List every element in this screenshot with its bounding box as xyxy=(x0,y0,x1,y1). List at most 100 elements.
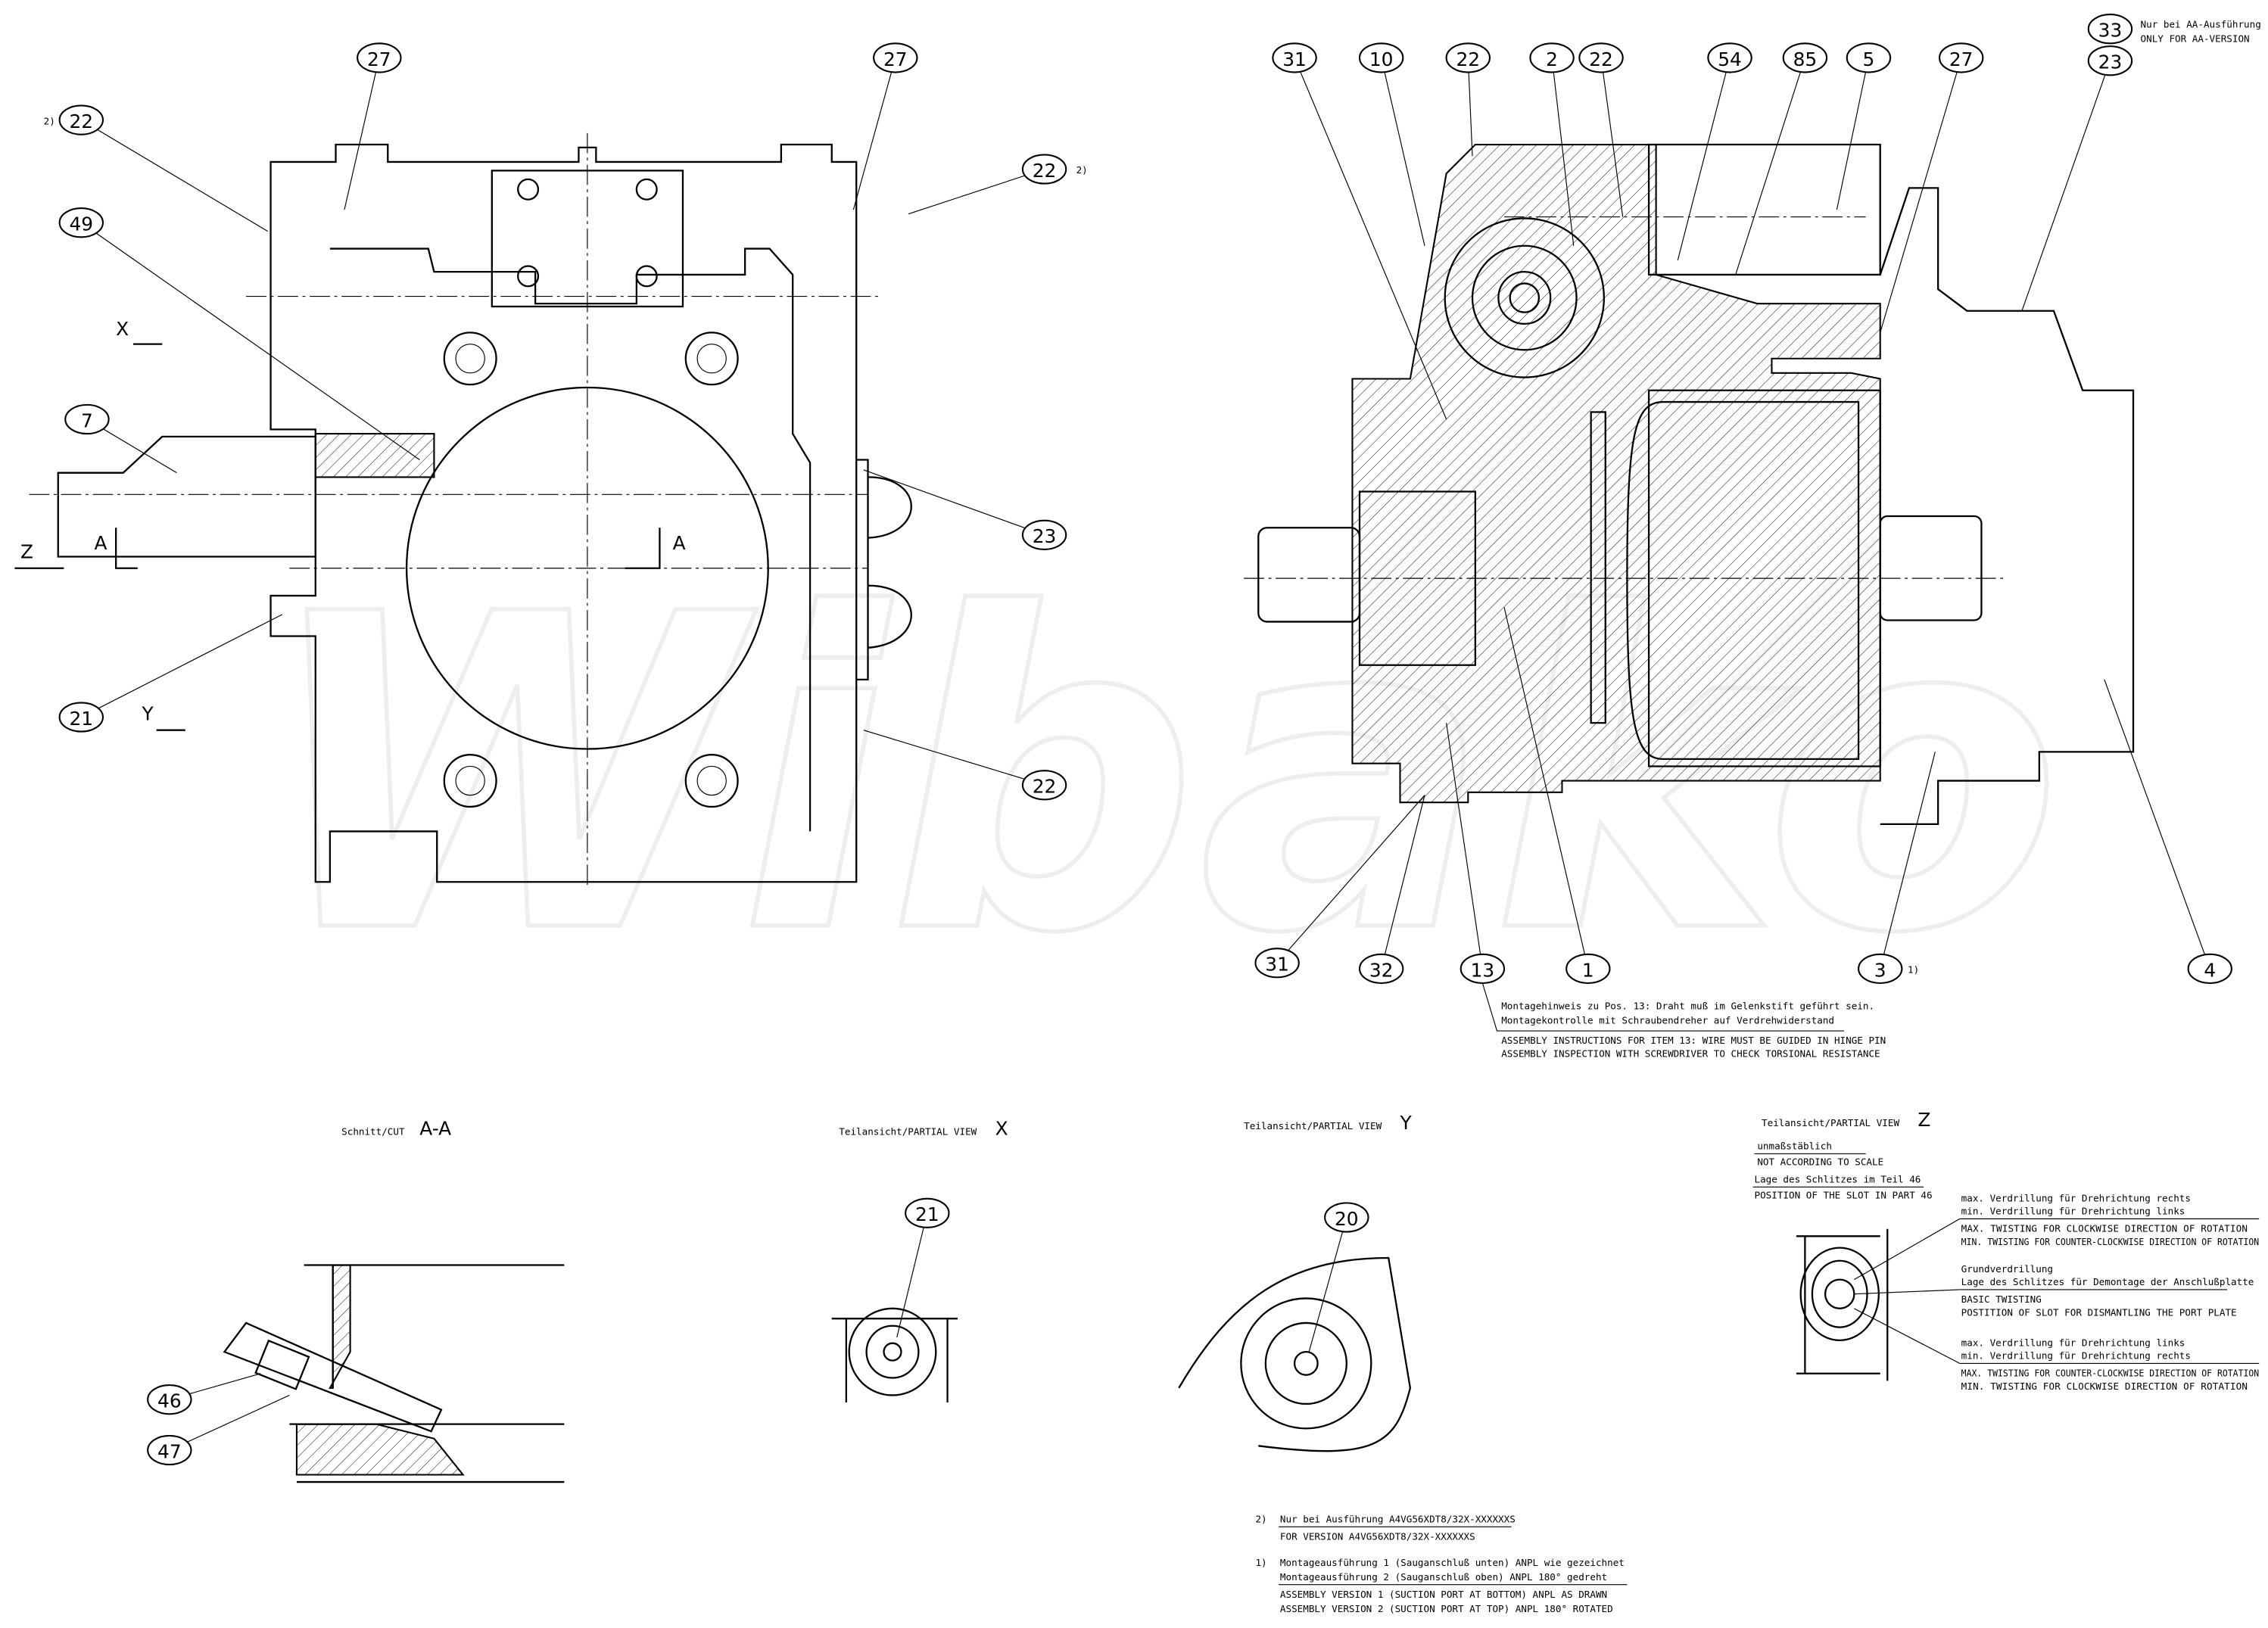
view-z-marker: Z xyxy=(20,540,33,562)
balloon-circle xyxy=(2087,45,2133,76)
item-balloon: 23 xyxy=(1021,519,1067,550)
leader-line xyxy=(863,469,1045,536)
footnote-1-de2: Montageausführung 2 (Sauganschluß oben) … xyxy=(1280,1571,1607,1583)
balloon-circle xyxy=(64,403,110,435)
footnote-2-de: Nur bei Ausführung A4VG56XDT8/32X-XXXXXX… xyxy=(1280,1514,1516,1525)
min-twist-de1: max. Verdrillung für Drehrichtung links xyxy=(1961,1337,2185,1348)
balloon-number: 23 xyxy=(1033,525,1057,547)
balloon-number: 4 xyxy=(2204,959,2216,981)
view-y-title-letter: Y xyxy=(1399,1112,1412,1134)
balloon-number: 47 xyxy=(157,1440,182,1462)
leader-line xyxy=(1446,723,1483,969)
balloon-number: 20 xyxy=(1335,1208,1359,1230)
item-balloon: 33 xyxy=(2087,14,2133,45)
balloon-circle xyxy=(1324,1202,1369,1233)
item-balloon: 13 xyxy=(1460,953,1506,985)
balloon-number: 22 xyxy=(1589,48,1613,70)
slot-note-de: Lage des Schlitzes im Teil 46 xyxy=(1755,1174,1921,1185)
leader-line xyxy=(1551,58,1575,246)
item-balloon: 3 xyxy=(1858,953,1903,985)
balloon-circle xyxy=(1578,42,1624,73)
balloon-number: 22 xyxy=(1033,776,1057,798)
view-x-marker: X xyxy=(116,318,129,340)
item-balloon: 32 xyxy=(1358,953,1404,985)
balloon-circle xyxy=(58,104,104,135)
partial-view-z: unmaßstäblich NOT ACCORDING TO SCALE Lag… xyxy=(1752,1141,2260,1392)
item-balloon: 5 xyxy=(1846,42,1892,73)
min-twist-de2: min. Verdrillung für Drehrichtung rechts xyxy=(1961,1350,2191,1362)
balloon-circle xyxy=(1358,953,1404,985)
balloon-number: 1 xyxy=(1582,959,1594,981)
balloon-number: 23 xyxy=(2098,51,2123,73)
balloon-number: 22 xyxy=(1033,160,1057,182)
balloon-number: 21 xyxy=(915,1203,939,1225)
leader-line xyxy=(1294,58,1447,420)
aa-note-de: Nur bei AA-Ausführung xyxy=(2141,18,2261,30)
balloon-number: 32 xyxy=(1369,959,1394,981)
max-twist-en1: MAX. TWISTING FOR CLOCKWISE DIRECTION OF… xyxy=(1961,1223,2248,1234)
balloon-number: 31 xyxy=(1282,48,1307,70)
assembly-note-de1: Montagehinweis zu Pos. 13: Draht muß im … xyxy=(1501,1000,1874,1011)
balloon-number: 22 xyxy=(70,111,94,132)
footnote-ref-1: 1) xyxy=(1908,964,1919,976)
balloon-circle xyxy=(1445,42,1491,73)
leader-line xyxy=(1381,795,1425,970)
balloon-circle xyxy=(1707,42,1752,73)
item-balloon: 20 xyxy=(1324,1202,1369,1233)
basic-twist-de1: Grundverdrillung xyxy=(1961,1263,2053,1275)
partial-view-x xyxy=(831,1307,958,1402)
leader-line xyxy=(1381,58,1425,246)
assembly-note-en2: ASSEMBLY INSPECTION WITH SCREWDRIVER TO … xyxy=(1501,1047,1880,1059)
leader-line xyxy=(1467,58,1473,157)
item-balloon: 4 xyxy=(2187,953,2232,985)
footnote-ref-2-left: 2) xyxy=(44,115,55,126)
view-titles: Schnitt/CUT A-A Teilansicht/PARTIAL VIEW… xyxy=(341,1109,1930,1139)
footnote-1-en1: ASSEMBLY VERSION 1 (SUCTION PORT AT BOTT… xyxy=(1280,1589,1607,1600)
balloon-circle xyxy=(1529,42,1575,73)
balloon-circle xyxy=(147,1434,192,1466)
balloon-circle xyxy=(1021,154,1067,185)
assembly-note-en1: ASSEMBLY INSTRUCTIONS FOR ITEM 13: WIRE … xyxy=(1501,1035,1886,1046)
balloon-number: 31 xyxy=(1265,954,1289,976)
leader-line xyxy=(81,120,269,232)
item-balloon: 22 xyxy=(1445,42,1491,73)
aa-note-en: ONLY FOR AA-VERSION xyxy=(2141,33,2250,44)
balloon-number: 46 xyxy=(157,1390,182,1412)
scale-note-de: unmaßstäblich xyxy=(1757,1141,1832,1152)
leader-line xyxy=(1880,58,1962,333)
leader-line xyxy=(344,58,380,210)
item-balloon: 10 xyxy=(1358,42,1404,73)
balloon-number: 54 xyxy=(1718,48,1742,70)
leader-line xyxy=(2021,61,2111,311)
balloon-number: 21 xyxy=(70,708,94,730)
balloon-circle xyxy=(2187,953,2232,985)
balloon-circle xyxy=(1358,42,1404,73)
footnote-refs: 2) 2) 1) xyxy=(44,115,1920,975)
item-balloon: 46 xyxy=(147,1384,192,1415)
balloon-circle xyxy=(1254,948,1300,979)
balloon-circle xyxy=(873,42,918,73)
section-a-marker-left: A xyxy=(94,532,107,554)
leader-line xyxy=(908,168,1045,215)
cut-title-letter: A-A xyxy=(419,1118,451,1140)
balloon-number: 33 xyxy=(2098,20,2123,42)
item-balloon: 22 xyxy=(1578,42,1624,73)
item-balloon: 49 xyxy=(58,207,104,238)
balloon-circle xyxy=(1565,953,1611,985)
balloon-circle xyxy=(1782,42,1828,73)
leader-line xyxy=(1735,58,1805,275)
view-z-title-letter: Z xyxy=(1918,1109,1930,1131)
leader-line xyxy=(1308,1217,1347,1353)
cut-title-prefix: Schnitt/CUT xyxy=(341,1126,405,1138)
min-twist-en2: MIN. TWISTING FOR CLOCKWISE DIRECTION OF… xyxy=(1961,1381,2248,1392)
item-balloon: 31 xyxy=(1272,42,1317,73)
view-z-title-prefix: Teilansicht/PARTIAL VIEW xyxy=(1762,1117,1899,1128)
balloon-number: 13 xyxy=(1471,959,1495,981)
assembly-note-de2: Montagekontrolle mit Schraubendreher auf… xyxy=(1501,1014,1834,1026)
balloon-circle xyxy=(58,702,104,733)
leader-line xyxy=(1503,607,1589,970)
leader-line xyxy=(80,222,420,460)
balloon-circle xyxy=(58,207,104,238)
